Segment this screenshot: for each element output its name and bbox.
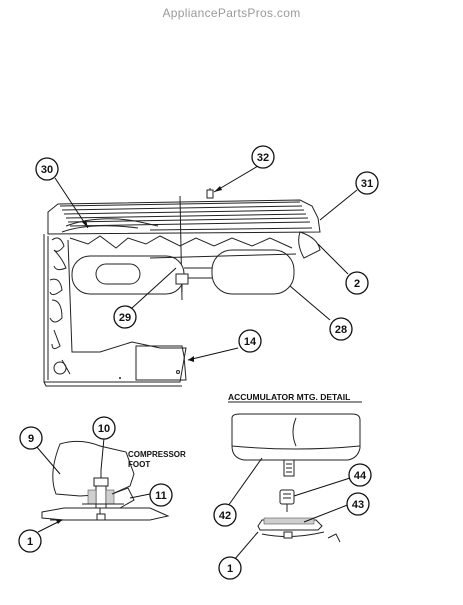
accumulator-detail: ACCUMULATOR MTG. DETAIL bbox=[228, 392, 362, 543]
callout-43: 43 bbox=[346, 492, 370, 516]
svg-text:2: 2 bbox=[354, 278, 360, 290]
callout-28: 28 bbox=[329, 317, 353, 341]
callout-30: 30 bbox=[35, 157, 59, 181]
svg-text:28: 28 bbox=[335, 324, 347, 336]
svg-text:29: 29 bbox=[119, 312, 131, 324]
callout-11: 11 bbox=[149, 483, 173, 507]
callout-29: 29 bbox=[113, 305, 137, 329]
svg-text:1: 1 bbox=[227, 563, 233, 575]
callout-32: 32 bbox=[251, 145, 275, 169]
svg-text:42: 42 bbox=[219, 510, 231, 522]
svg-text:32: 32 bbox=[257, 152, 269, 164]
callout-1-left: 1 bbox=[18, 529, 42, 553]
callout-31: 31 bbox=[355, 171, 379, 195]
callout-14: 14 bbox=[238, 329, 262, 353]
leader-lines bbox=[35, 165, 358, 561]
main-unit-drawing bbox=[43, 188, 321, 387]
callout-44: 44 bbox=[348, 463, 372, 487]
svg-text:9: 9 bbox=[28, 433, 34, 445]
callout-42: 42 bbox=[213, 503, 237, 527]
callout-2: 2 bbox=[345, 271, 369, 295]
accumulator-detail-title: ACCUMULATOR MTG. DETAIL bbox=[228, 392, 350, 402]
svg-text:1: 1 bbox=[27, 536, 33, 548]
callout-1-right: 1 bbox=[218, 556, 242, 580]
svg-text:10: 10 bbox=[98, 423, 110, 435]
watermark: AppliancePartsPros.com bbox=[162, 6, 301, 20]
callout-9: 9 bbox=[19, 426, 43, 450]
svg-text:14: 14 bbox=[244, 336, 257, 348]
callout-10: 10 bbox=[92, 416, 116, 440]
svg-text:30: 30 bbox=[41, 164, 53, 176]
svg-text:11: 11 bbox=[155, 490, 167, 502]
svg-text:31: 31 bbox=[361, 178, 373, 190]
compressor-foot-detail bbox=[41, 440, 170, 521]
compressor-foot-label-line2: FOOT bbox=[128, 460, 150, 469]
compressor-foot-label-line1: COMPRESSOR bbox=[128, 450, 186, 459]
svg-text:43: 43 bbox=[352, 499, 364, 511]
svg-text:44: 44 bbox=[354, 470, 367, 482]
